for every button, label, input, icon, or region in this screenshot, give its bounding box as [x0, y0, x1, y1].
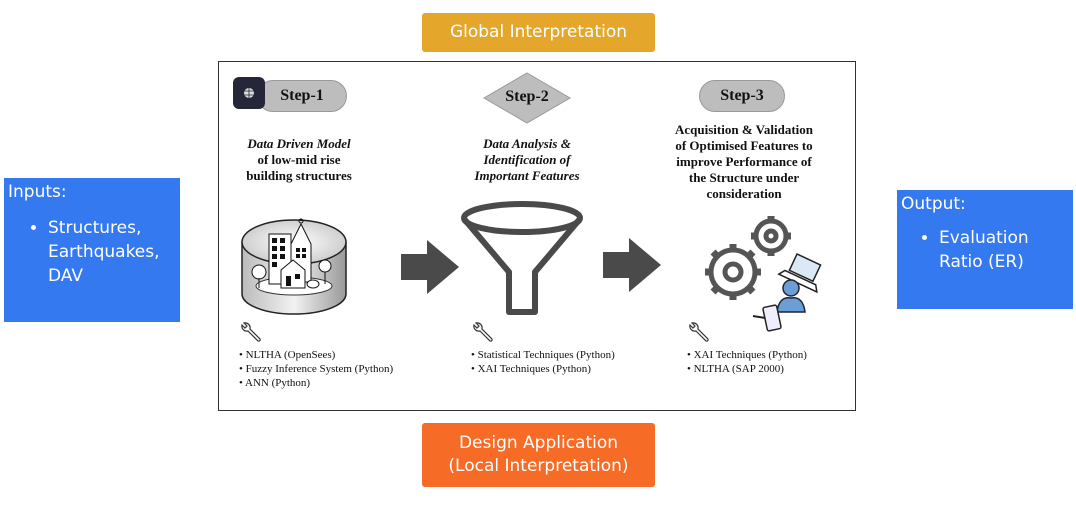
gears-user-devices-icon: [705, 216, 822, 332]
step-1-badge: Step-1: [257, 80, 347, 112]
step-2-label: Step-2: [505, 88, 549, 105]
step-3-label: Step-3: [720, 87, 764, 104]
tool-item: XAI Techniques (Python): [687, 348, 807, 362]
tool-item: ANN (Python): [239, 376, 393, 390]
step-2-title-line: Data Analysis &: [483, 136, 571, 151]
step-2-title-line: Important Features: [474, 168, 580, 183]
wrench-icon: [241, 322, 261, 342]
inputs-box: Inputs: Structures, Earthquakes, DAV: [4, 178, 180, 322]
step-3-title: Acquisition & Validation of Optimised Fe…: [659, 122, 829, 202]
step-3-title-line: of Optimised Features to: [675, 138, 813, 153]
funnel-icon: [461, 201, 583, 315]
step-1-tools: NLTHA (OpenSees) Fuzzy Inference System …: [239, 348, 393, 390]
design-label-line1: Design Application: [458, 433, 619, 453]
step-2-tools: Statistical Techniques (Python) XAI Tech…: [471, 348, 615, 376]
tool-item: NLTHA (OpenSees): [239, 348, 393, 362]
step-1-title-line: of low-mid rise: [257, 152, 341, 167]
output-title: Output:: [901, 194, 966, 214]
step-1-title-line: building structures: [246, 168, 352, 183]
output-item: Evaluation Ratio (ER): [939, 226, 1073, 274]
step-2-title-line: Identification of: [483, 152, 571, 167]
step-3-badge: Step-3: [699, 80, 785, 112]
step-3-tools: XAI Techniques (Python) NLTHA (SAP 2000): [687, 348, 807, 376]
step-1-title-line: Data Driven Model: [247, 136, 351, 151]
design-label-line2: (Local Interpretation): [448, 456, 629, 476]
step-2-badge: [483, 72, 571, 124]
step-3-title-line: Acquisition & Validation: [675, 122, 813, 137]
design-application-label: Design Application (Local Interpretation…: [422, 423, 655, 487]
wrench-icon: [689, 322, 709, 342]
output-box: Output: Evaluation Ratio (ER): [897, 190, 1073, 309]
tool-item: NLTHA (SAP 2000): [687, 362, 807, 376]
step-1-title: Data Driven Model of low-mid rise buildi…: [219, 136, 379, 184]
arrow-right-icon: [603, 238, 661, 292]
step-3-title-line: consideration: [706, 186, 782, 201]
city-cylinder-icon: [241, 218, 347, 315]
inputs-item: Structures, Earthquakes, DAV: [48, 216, 180, 288]
workflow-frame: Step-1 Data Driven Model of low-mid rise…: [218, 61, 856, 411]
tool-item: Statistical Techniques (Python): [471, 348, 615, 362]
arrow-right-icon: [401, 240, 459, 294]
tool-item: XAI Techniques (Python): [471, 362, 615, 376]
step-3-title-line: the Structure under: [688, 170, 800, 185]
step-1-label: Step-1: [280, 87, 324, 104]
tool-item: Fuzzy Inference System (Python): [239, 362, 394, 376]
inputs-title: Inputs:: [8, 182, 67, 202]
brain-icon: [233, 77, 265, 109]
wrench-icon: [473, 322, 493, 342]
step-2-title: Data Analysis & Identification of Import…: [447, 136, 607, 184]
output-list: Evaluation Ratio (ER): [897, 226, 1073, 274]
global-interpretation-label: Global Interpretation: [422, 13, 655, 52]
step-3-title-line: improve Performance of: [676, 154, 812, 169]
inputs-list: Structures, Earthquakes, DAV: [4, 216, 180, 288]
